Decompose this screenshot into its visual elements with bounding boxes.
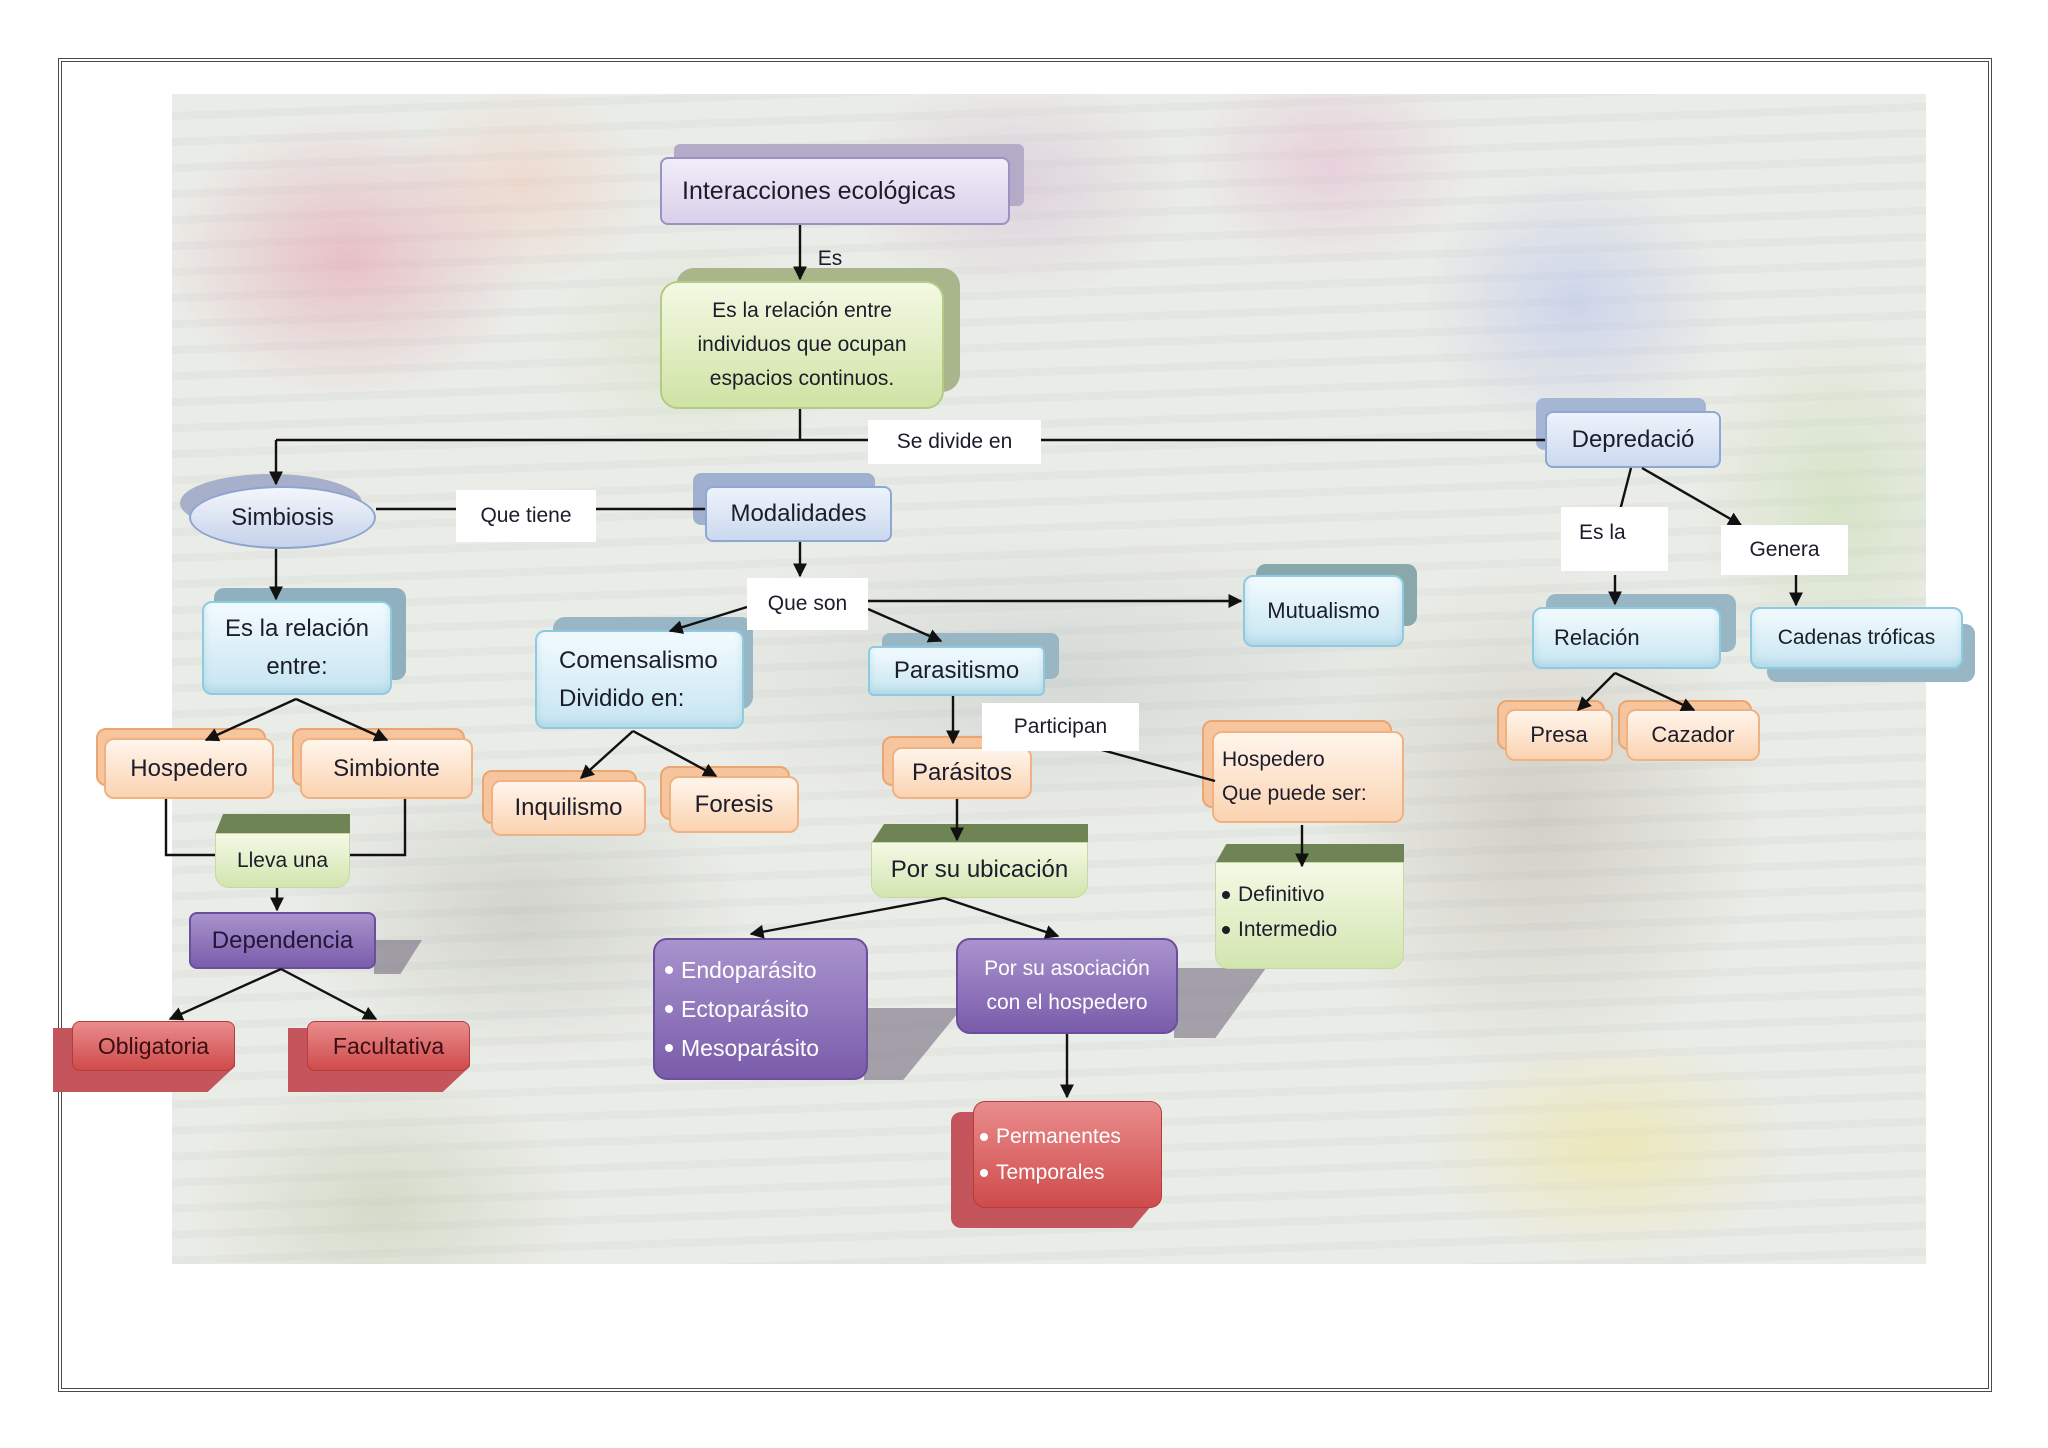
mutualismo-label: Mutualismo	[1267, 598, 1380, 623]
list-item: Permanentes	[978, 1119, 1121, 1155]
list-item: Intermedio	[1220, 912, 1337, 947]
relacion-entre-line: entre:	[266, 653, 328, 680]
hospedero-tipos-line: Que puede ser:	[1222, 782, 1367, 805]
presa-node: Presa	[1505, 709, 1613, 761]
inquilismo-node: Inquilismo	[491, 780, 646, 836]
link-label-participan: Participan	[982, 703, 1139, 751]
title-label: Interacciones ecológicas	[682, 176, 956, 205]
hospedero-tipos-line: Hospedero	[1222, 748, 1325, 771]
foresis-label: Foresis	[694, 790, 774, 818]
simbiosis-node: Simbiosis	[189, 486, 376, 549]
link-label-se-divide-en: Se divide en	[868, 420, 1041, 464]
link-label-genera: Genera	[1721, 525, 1848, 575]
dependencia-node: Dependencia	[189, 912, 376, 969]
link-label-es-la: Es la	[1561, 507, 1668, 571]
link-label-es: Es	[817, 247, 843, 270]
list-item: Mesoparásito	[663, 1029, 819, 1068]
definition-line: espacios continuos.	[709, 367, 895, 390]
cazador-label: Cazador	[1651, 722, 1735, 747]
mutualismo-node: Mutualismo	[1243, 575, 1404, 647]
foresis-node: Foresis	[669, 776, 799, 833]
parasitismo-node: Parasitismo	[868, 646, 1045, 696]
list-item: Definitivo	[1220, 877, 1337, 912]
relacion-entre-line: Es la relación	[224, 615, 370, 642]
definition-line: Es la relación entre	[712, 299, 892, 322]
asociacion-tipos-list: Permanentes Temporales	[978, 1119, 1121, 1191]
asociacion-tipos-node: Permanentes Temporales	[973, 1101, 1162, 1208]
por-su-asociacion-line: Por su asociación	[984, 957, 1150, 980]
modalidades-label: Modalidades	[730, 500, 867, 527]
cadenas-troficas-node: Cadenas tróficas	[1750, 607, 1963, 669]
cazador-node: Cazador	[1626, 709, 1760, 761]
hospedero-tipos-node: Hospedero Que puede ser:	[1212, 731, 1404, 823]
obligatoria-label: Obligatoria	[97, 1032, 210, 1059]
parasitismo-label: Parasitismo	[893, 657, 1020, 684]
tipos-hospedero-list: Definitivo Intermedio	[1220, 877, 1337, 947]
inquilismo-label: Inquilismo	[514, 794, 623, 821]
parasitos-label: Parásitos	[911, 759, 1013, 786]
por-su-ubicacion-label: Por su ubicación	[890, 856, 1069, 883]
definition-node: Es la relación entre individuos que ocup…	[660, 281, 944, 409]
por-su-asociacion-line: con el hospedero	[986, 991, 1148, 1014]
hospedero-label: Hospedero	[130, 754, 248, 782]
por-su-ubicacion-node: Por su ubicación	[871, 842, 1088, 898]
hospedero-node: Hospedero	[104, 738, 274, 799]
tipos-hospedero-node-top	[1215, 844, 1404, 864]
ubicacion-tipos-list: Endoparásito Ectoparásito Mesoparásito	[663, 951, 819, 1068]
presa-label: Presa	[1530, 722, 1588, 747]
title-node: Interacciones ecológicas	[660, 157, 1010, 225]
list-item: Ectoparásito	[663, 990, 819, 1029]
depredacion-node: Depredació	[1545, 411, 1721, 468]
obligatoria-node: Obligatoria	[72, 1021, 235, 1071]
relacion-label: Relación	[1554, 625, 1640, 650]
list-item: Temporales	[978, 1155, 1121, 1191]
comensalismo-node: Comensalismo Dividido en:	[535, 630, 744, 729]
ubicacion-tipos-node: Endoparásito Ectoparásito Mesoparásito	[653, 938, 868, 1080]
facultativa-label: Facultativa	[332, 1032, 445, 1059]
definition-line: individuos que ocupan	[697, 333, 907, 356]
depredacion-label: Depredació	[1571, 425, 1695, 453]
simbionte-label: Simbionte	[333, 754, 440, 782]
simbiosis-label: Simbiosis	[231, 503, 334, 531]
cadenas-troficas-label: Cadenas tróficas	[1777, 626, 1936, 649]
comensalismo-line: Dividido en:	[559, 684, 685, 712]
link-label-que-son: Que son	[747, 578, 868, 630]
parasitos-node: Parásitos	[892, 747, 1032, 799]
lleva-una-node-top	[215, 814, 350, 834]
comensalismo-line: Comensalismo	[559, 646, 718, 674]
facultativa-node: Facultativa	[307, 1021, 470, 1071]
link-label-que-tiene: Que tiene	[456, 490, 596, 542]
lleva-una-node: Lleva una	[215, 833, 350, 888]
page-border	[58, 58, 1992, 1392]
lleva-una-label: Lleva una	[236, 848, 329, 872]
modalidades-node: Modalidades	[705, 486, 892, 542]
relacion-entre-node: Es la relación entre:	[202, 601, 392, 695]
list-item: Endoparásito	[663, 951, 819, 990]
simbionte-node: Simbionte	[300, 738, 473, 799]
dependencia-label: Dependencia	[211, 926, 354, 954]
relacion-node: Relación	[1532, 607, 1721, 669]
por-su-ubicacion-node-top	[871, 824, 1088, 844]
por-su-asociacion-node: Por su asociación con el hospedero	[956, 938, 1178, 1034]
tipos-hospedero-node: Definitivo Intermedio	[1215, 862, 1404, 969]
